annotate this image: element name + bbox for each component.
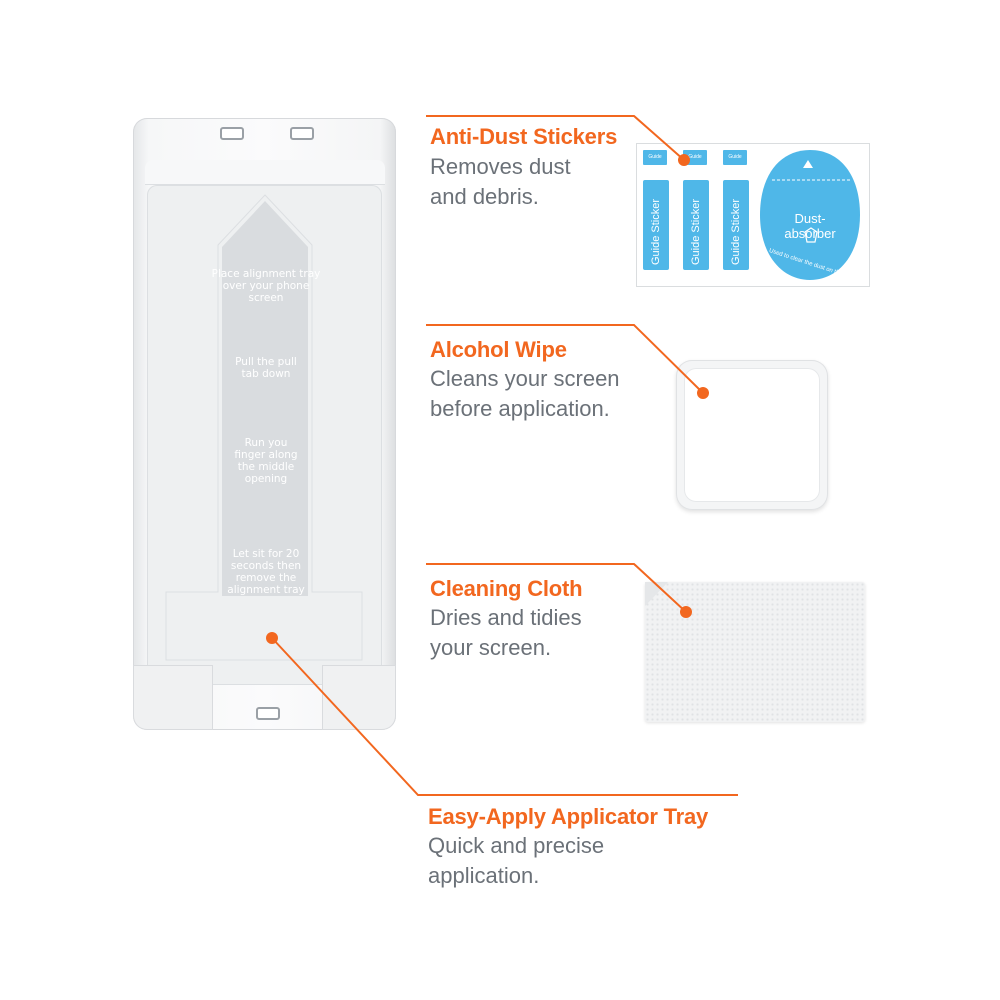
cleaning-cloth-title: Cleaning Cloth — [430, 576, 583, 601]
anti-dust-title: Anti-Dust Stickers — [430, 124, 618, 149]
alcohol-desc-line-2: before application. — [430, 396, 610, 421]
anti-dust-description: Removes dust and debris. — [430, 152, 571, 212]
tray-step-3: Run you finger along the middle opening — [234, 437, 298, 485]
anti-dust-marker-dot — [678, 154, 690, 166]
tray-bottom-right-foot — [322, 665, 396, 730]
hand-icon — [804, 227, 818, 243]
tray-step-4: Let sit for 20 seconds then remove the a… — [227, 548, 305, 596]
alcohol-wipe-marker-dot — [697, 387, 709, 399]
tray-marker-dot — [266, 632, 278, 644]
cleaning-cloth-description: Dries and tidies your screen. — [430, 603, 582, 663]
tray-bottom-left-foot — [133, 665, 213, 730]
anti-dust-desc-line-1: Removes dust — [430, 154, 571, 179]
cloth-desc-line-2: your screen. — [430, 635, 552, 660]
guide-sticker-header-1: Guide Sticker — [643, 150, 667, 175]
guide-sticker-header-3: Guide Sticker — [723, 150, 747, 175]
tray-slot-right — [290, 127, 314, 140]
tray-step-2: Pull the pull tab down — [235, 356, 297, 380]
cleaning-cloth-marker-dot — [680, 606, 692, 618]
tray-desc-line-1: Quick and precise — [428, 833, 605, 858]
guide-sticker-2 — [683, 180, 709, 270]
alcohol-wipe-title: Alcohol Wipe — [430, 337, 567, 362]
tray-desc-line-2: application. — [428, 863, 540, 888]
alcohol-wipe-description: Cleans your screen before application. — [430, 364, 620, 424]
alcohol-desc-line-1: Cleans your screen — [430, 366, 620, 391]
tray-top-ledge — [145, 160, 385, 185]
applicator-tray-description: Quick and precise application. — [428, 831, 604, 891]
applicator-tray-title: Easy-Apply Applicator Tray — [428, 804, 709, 829]
tray-slot-bottom — [256, 707, 280, 720]
guide-sticker-1 — [643, 180, 669, 270]
guide-sticker-3 — [723, 180, 749, 270]
tray-slot-left — [220, 127, 244, 140]
anti-dust-desc-line-2: and debris. — [430, 184, 539, 209]
dust-absorber-label: Dust-absorber — [784, 211, 836, 241]
cloth-desc-line-1: Dries and tidies — [430, 605, 582, 630]
cleaning-cloth — [645, 582, 865, 722]
tray-step-1: Place alignment tray over your phone scr… — [211, 268, 321, 304]
